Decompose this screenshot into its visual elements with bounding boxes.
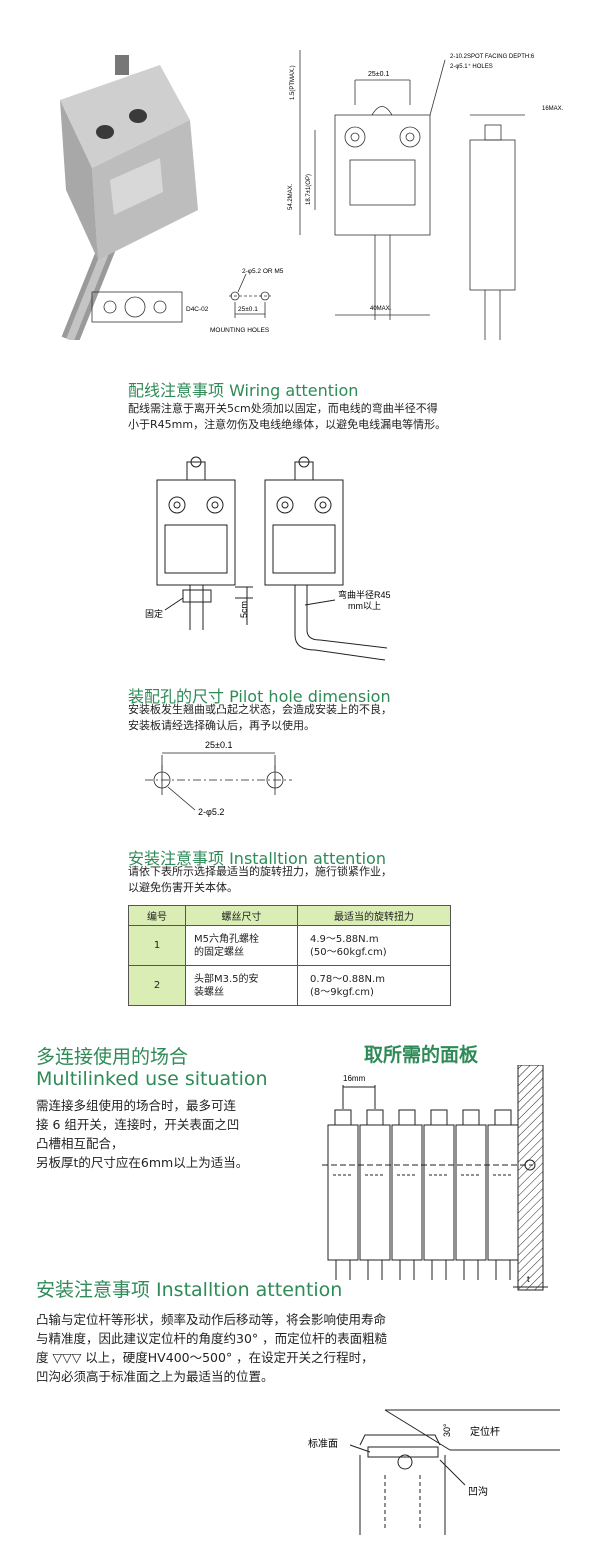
multilink-diagram: 16mm t bbox=[322, 1065, 548, 1291]
screw-size-line: 的固定螺丝 bbox=[194, 946, 244, 958]
torque: 0.78～0.88N.m (8～9kgf.cm) bbox=[297, 965, 451, 1006]
install2-text: 凸输与定位杆等形状，频率及动作后移动等，将会影响使用寿命 与精准度，因此建议定位… bbox=[36, 1310, 576, 1386]
label-fix: 固定 bbox=[145, 608, 163, 619]
torque: 4.9～5.88N.m (50～60kgf.cm) bbox=[297, 925, 451, 966]
wiring-text-2: 小于R45mm，注意勿伤及电线绝缘体，以避免电线漏电等情形。 bbox=[128, 418, 447, 431]
label-bend-2: mm以上 bbox=[348, 601, 381, 611]
table-header: 最适当的旋转扭力 bbox=[297, 905, 451, 926]
screw-size: 头部M3.5的安 装螺丝 bbox=[185, 965, 298, 1006]
pilot-diagram: 25±0.1 2-φ5.2 bbox=[145, 740, 292, 817]
install2-text-2: 与精准度，因此建议定位杆的角度约30° ，而定位杆的表面粗糙 bbox=[36, 1331, 388, 1346]
position-rod-diagram: 30° 定位杆 标准面 凹沟 bbox=[308, 1409, 560, 1535]
multi-text-1: 需连接多组使用的场合时，最多可连 bbox=[36, 1098, 237, 1113]
label-groove: 凹沟 bbox=[468, 1485, 488, 1498]
multi-title-cn: 多连接使用的场合 bbox=[36, 1046, 189, 1068]
product-photo bbox=[60, 55, 198, 340]
pilot-text-2: 安装板请经选择确认后，再予以使用。 bbox=[128, 719, 315, 732]
row-number: 1 bbox=[128, 925, 186, 966]
model-label: D4C-02 bbox=[186, 306, 209, 313]
install-text-1: 请依下表所示选择最适当的旋转扭力，施行锁紧作业， bbox=[128, 865, 392, 878]
table-header: 编号 bbox=[128, 905, 186, 926]
wiring-title: 配线注意事项 Wiring attention bbox=[128, 381, 359, 400]
row-number: 2 bbox=[128, 965, 186, 1006]
mounting-holes-drawing: D4C-02 2-φ5.2 OR M5 25±0.1 MOUNTING HOLE… bbox=[91, 268, 284, 334]
install2-text-1: 凸输与定位杆等形状，频率及动作后移动等，将会影响使用寿命 bbox=[36, 1312, 387, 1327]
pilot-text: 安装板发生翘曲或凸起之状态，会造成安装上的不良， 安装板请经选择确认后，再予以使… bbox=[128, 702, 498, 734]
torque-table: 编号 螺丝尺寸 最适当的旋转扭力 1 M5六角孔螺栓 的固定螺丝 4.9～5.8… bbox=[128, 905, 451, 1006]
dim-holes: 2-φ5.1⁺ HOLES bbox=[450, 63, 493, 70]
dim-16max: 16MAX. bbox=[542, 106, 564, 112]
dim-t: t bbox=[527, 1274, 530, 1284]
torque-line: (50～60kgf.cm) bbox=[310, 946, 387, 958]
multi-text-2: 接 6 组开关，连接时，开关表面之凹 bbox=[36, 1117, 240, 1132]
pilot-text-1: 安装板发生翘曲或凸起之状态，会造成安装上的不良， bbox=[128, 703, 392, 716]
label-std: 标准面 bbox=[308, 1438, 338, 1450]
multi-text-3: 凸槽相互配合， bbox=[36, 1136, 124, 1151]
dim-25: 25±0.1 bbox=[368, 71, 389, 78]
screw-size-line: 头部M3.5的安 bbox=[194, 973, 259, 985]
table-row: 2 头部M3.5的安 装螺丝 0.78～0.88N.m (8～9kgf.cm) bbox=[128, 965, 451, 1006]
pilot-dim: 25±0.1 bbox=[205, 740, 232, 750]
pilot-title: 装配孔的尺寸 Pilot hole dimension bbox=[128, 687, 391, 706]
label-bend-1: 弯曲半径R45 bbox=[338, 589, 391, 600]
multi-text-4: 另板厚t的尺寸应在6mm以上为适当。 bbox=[36, 1155, 249, 1170]
label-angle: 30° bbox=[442, 1423, 452, 1437]
panel-title: 取所需的面板 bbox=[364, 1044, 479, 1066]
torque-line: (8～9kgf.cm) bbox=[310, 986, 374, 998]
wiring-text-1: 配线需注意于离开关5cm处须加以固定，而电线的弯曲半径不得 bbox=[128, 402, 438, 415]
multi-title-en: Multilinked use situation bbox=[36, 1068, 268, 1090]
table-header: 螺丝尺寸 bbox=[185, 905, 298, 926]
dim-pt: 1.5(PTMAX.) bbox=[290, 65, 296, 100]
install2-title: 安装注意事项 Installtion attention bbox=[36, 1279, 343, 1301]
pilot-hole: 2-φ5.2 bbox=[198, 807, 224, 817]
label-rod: 定位杆 bbox=[470, 1425, 500, 1438]
dimension-drawing: 25±0.1 2-10.2SPOT FACING DEPTH:6 2-φ5.1⁺… bbox=[288, 50, 564, 340]
label-5cm: 5cm bbox=[239, 601, 249, 618]
dim-spot-facing: 2-10.2SPOT FACING DEPTH:6 bbox=[450, 54, 535, 60]
torque-line: 4.9～5.88N.m bbox=[310, 933, 379, 945]
mounting-holes-label: MOUNTING HOLES bbox=[210, 327, 270, 334]
install2-text-4: 凹沟必须高于标准面之上为最适当的位置。 bbox=[36, 1369, 274, 1384]
install-text: 请依下表所示选择最适当的旋转扭力，施行锁紧作业， 以避免伤害开关本体。 bbox=[128, 864, 498, 896]
table-header-row: 编号 螺丝尺寸 最适当的旋转扭力 bbox=[128, 905, 451, 926]
wiring-diagram: 固定 5cm 弯曲半径R45 mm以上 bbox=[145, 456, 391, 661]
screw-size-line: 装螺丝 bbox=[194, 986, 224, 998]
dim-16mm: 16mm bbox=[343, 1074, 366, 1083]
install-title: 安装注意事项 Installtion attention bbox=[128, 849, 386, 868]
mount-dim: 25±0.1 bbox=[238, 306, 258, 313]
screw-size: M5六角孔螺栓 的固定螺丝 bbox=[185, 925, 298, 966]
torque-line: 0.78～0.88N.m bbox=[310, 973, 385, 985]
multi-text: 需连接多组使用的场合时，最多可连 接 6 组开关，连接时，开关表面之凹 凸槽相互… bbox=[36, 1096, 296, 1172]
wiring-text: 配线需注意于离开关5cm处须加以固定，而电线的弯曲半径不得 小于R45mm，注意… bbox=[128, 401, 498, 433]
install-text-2: 以避免伤害开关本体。 bbox=[128, 881, 238, 894]
dim-54max: 54.2MAX. bbox=[288, 183, 294, 210]
screw-size-line: M5六角孔螺栓 bbox=[194, 933, 259, 945]
table-row: 1 M5六角孔螺栓 的固定螺丝 4.9～5.88N.m (50～60kgf.cm… bbox=[128, 925, 451, 966]
mount-holes-note: 2-φ5.2 OR M5 bbox=[242, 268, 284, 275]
dim-40max: 40MAX. bbox=[370, 306, 392, 312]
dim-op: 18.7±1(OP) bbox=[306, 174, 312, 205]
install2-text-3: 度 ▽▽▽ 以上，硬度HV400～500° ，在设定开关之行程时， bbox=[36, 1350, 374, 1365]
